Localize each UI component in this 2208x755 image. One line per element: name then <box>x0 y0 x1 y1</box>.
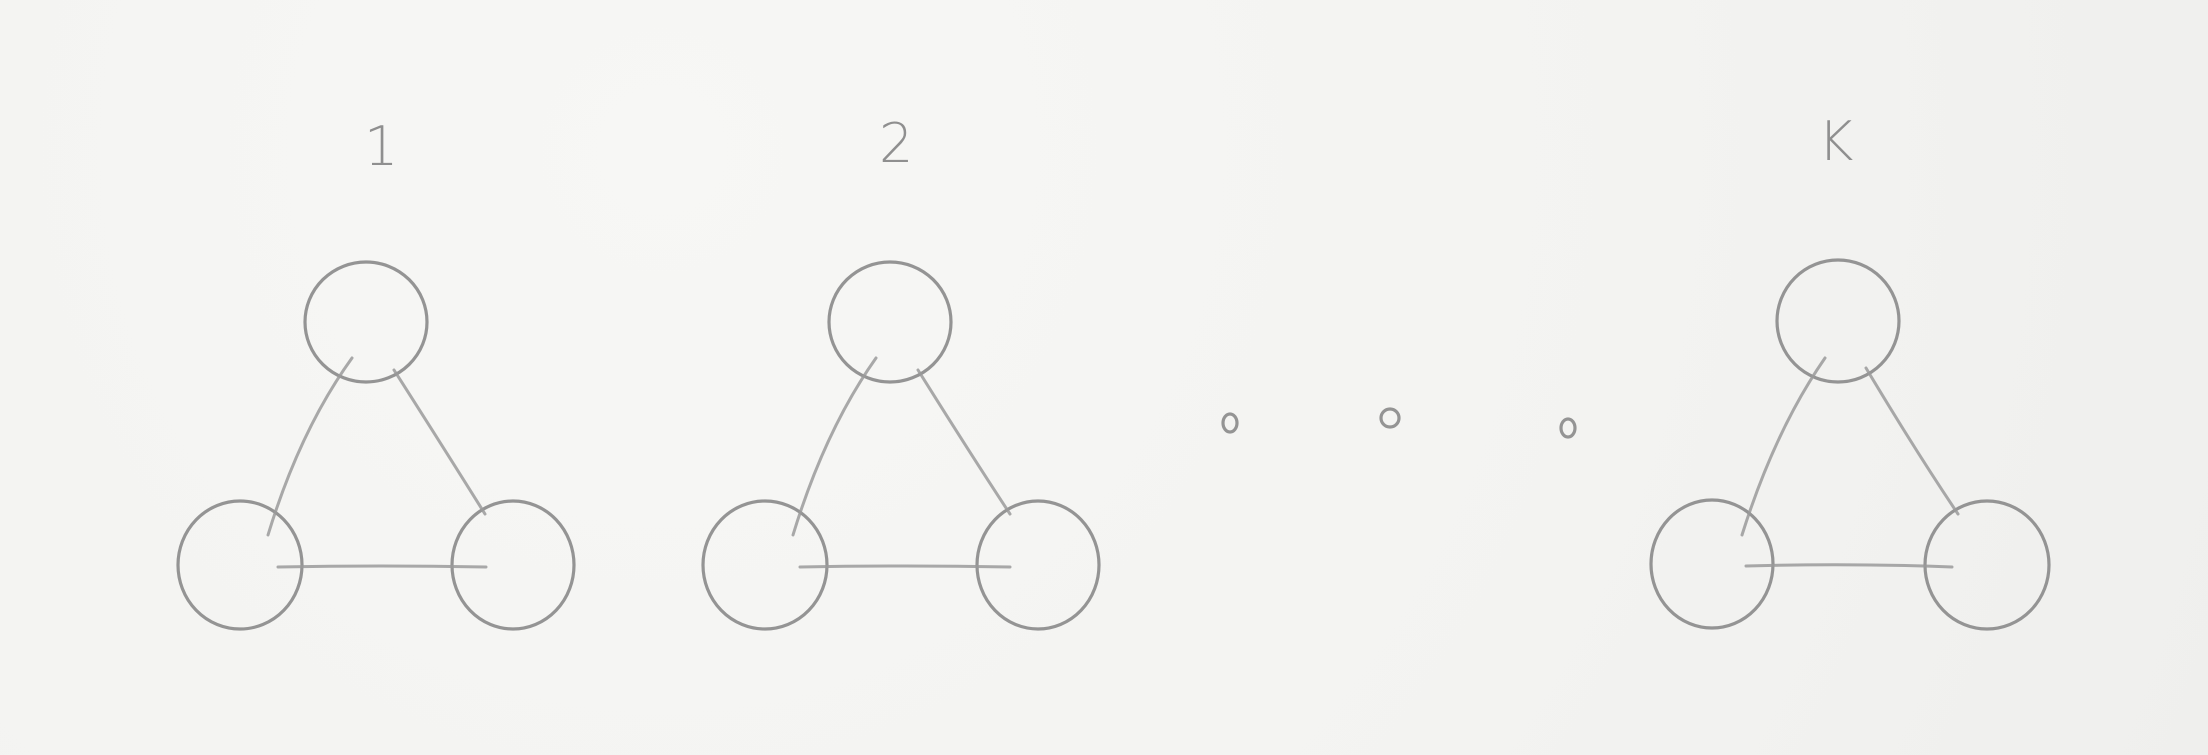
graph-k-edge-top-right <box>1864 366 1960 516</box>
graph-1-edge-top-right <box>392 368 487 516</box>
graph-1-node-left <box>176 499 304 631</box>
graph-2-node-left <box>701 499 829 631</box>
graph-2-node-right <box>975 499 1101 631</box>
graph-1: 1 <box>176 115 576 631</box>
graph-label-k: K <box>1818 110 1853 173</box>
graph-k-node-right <box>1923 499 2051 631</box>
graph-2-edge-top-right <box>916 368 1012 516</box>
graph-2-node-top <box>827 260 953 384</box>
graph-label-1: 1 <box>364 115 398 178</box>
ellipsis-dot-3 <box>1559 417 1577 439</box>
graph-k-edge-top-left <box>1740 356 1827 537</box>
ellipsis-dot-2 <box>1379 407 1401 429</box>
graph-k-node-top <box>1775 258 1901 384</box>
graph-1-edge-top-left <box>266 356 354 537</box>
graph-k-edge-left-right <box>1744 563 1954 569</box>
graph-k: K <box>1649 110 2051 631</box>
graph-2: 2 <box>701 112 1101 631</box>
graph-label-2: 2 <box>879 112 913 175</box>
graph-1-edge-left-right <box>276 564 488 569</box>
graph-2-edge-left-right <box>798 564 1012 569</box>
graph-1-node-top <box>303 260 429 384</box>
graph-2-edge-top-left <box>791 356 878 537</box>
graph-1-node-right <box>450 499 576 631</box>
graph-k-node-left <box>1649 498 1775 630</box>
ellipsis-dot-1 <box>1221 412 1239 434</box>
ellipsis-dots <box>1221 407 1577 439</box>
